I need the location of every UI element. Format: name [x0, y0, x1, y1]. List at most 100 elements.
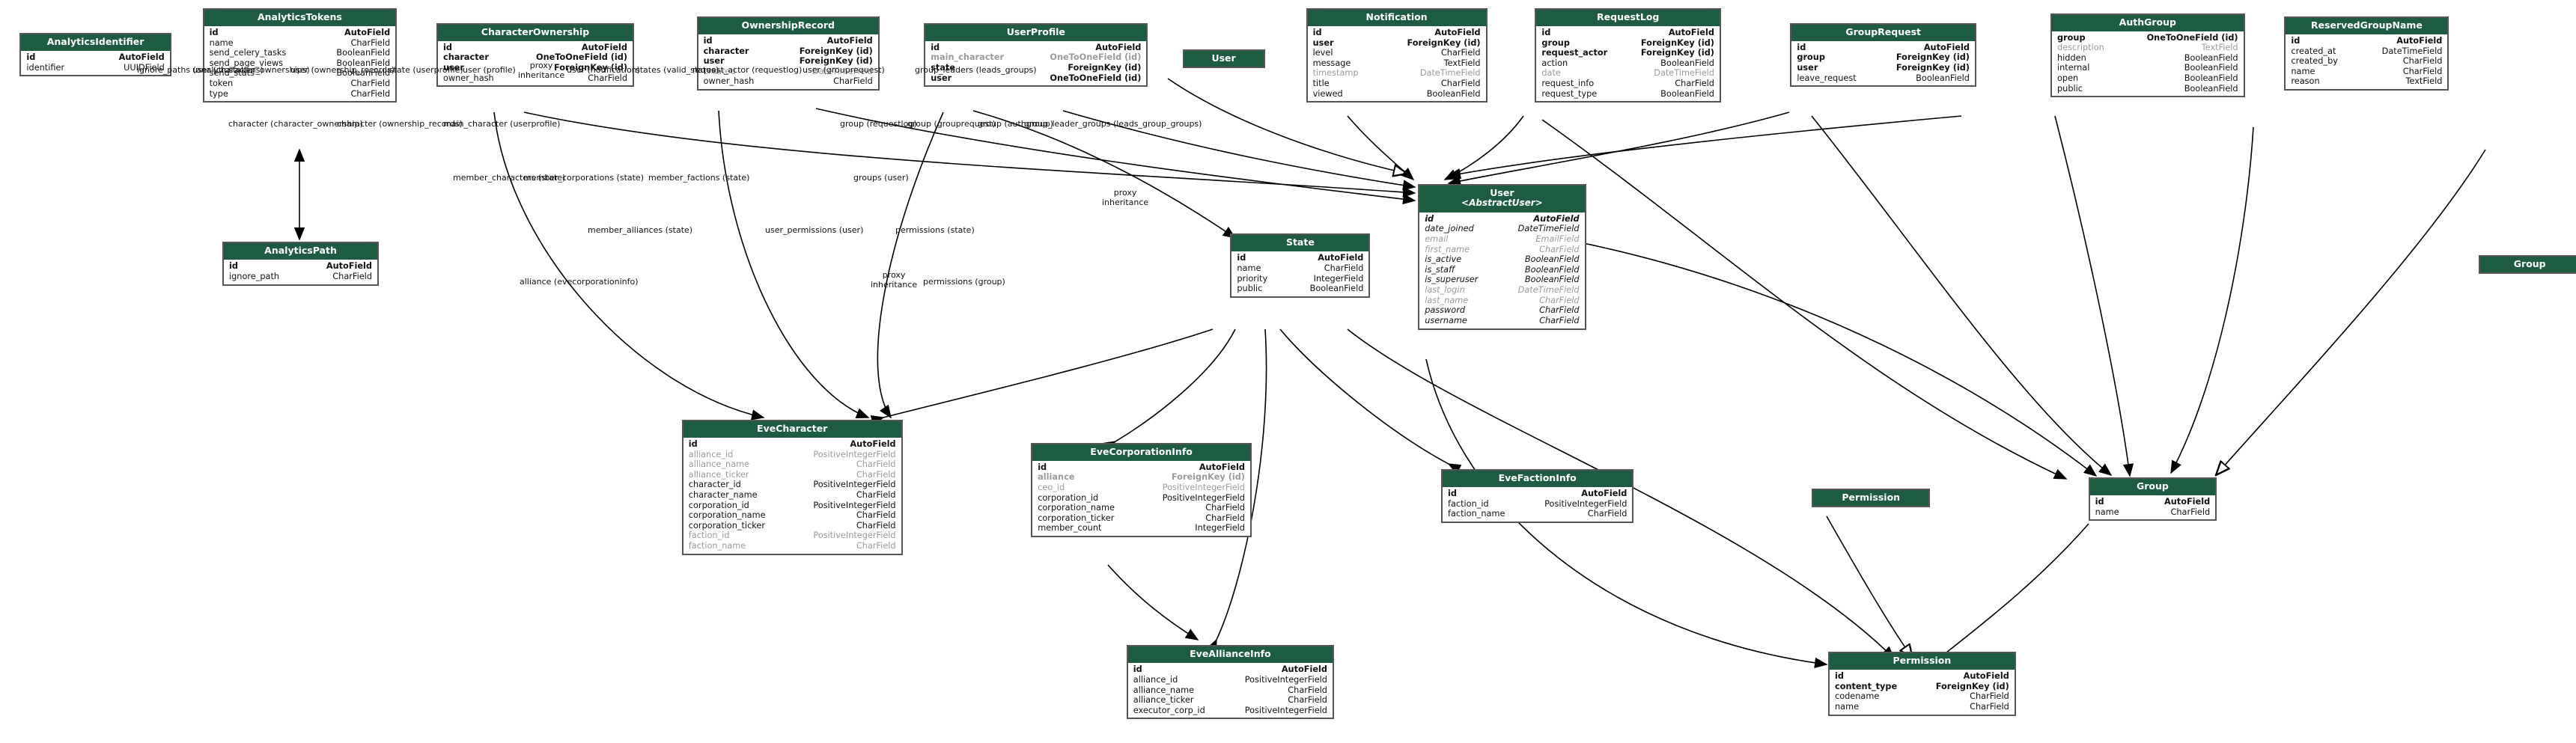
field-name: id — [209, 28, 219, 37]
field-type: CharField — [1539, 315, 1580, 325]
field-name: character_name — [688, 490, 758, 501]
field-type: CharField — [856, 541, 896, 551]
field-type: ForeignKey (id) — [1068, 63, 1142, 73]
field-name: id — [931, 42, 940, 52]
field-type: AutoField — [1963, 671, 2009, 682]
field-name: faction_id — [688, 531, 730, 541]
field-name: character_id — [688, 480, 741, 490]
field-name: id — [1797, 42, 1806, 52]
field-name: timestamp — [1312, 68, 1359, 79]
field-type: AutoField — [118, 52, 165, 62]
edge-label: ignore_paths (analyticstokens) — [137, 65, 264, 75]
field-name: main_character — [931, 52, 1005, 63]
entity-permission[interactable]: Permission — [1812, 489, 1931, 508]
field-type: DateTimeField — [1654, 68, 1714, 79]
field-type: EmailField — [1535, 234, 1580, 245]
field-type: CharField — [1539, 295, 1580, 305]
field-type: CharField — [2402, 66, 2443, 76]
field-name: group — [2057, 32, 2086, 43]
field-type: CharField — [1288, 695, 1327, 706]
field-type: CharField — [856, 459, 896, 470]
edge-label: character (ownership_records) — [337, 119, 463, 129]
field-type: BooleanField — [1524, 275, 1580, 285]
field-name: id — [688, 439, 698, 449]
edge-label: alliance (evecorporationinfo) — [520, 277, 639, 287]
entity-group[interactable]: Group — [2479, 255, 2576, 274]
field-type: DateTimeField — [1419, 68, 1481, 79]
entity-title: GroupRequest — [1791, 24, 1975, 41]
edge-label: group_leaders (leads_groups) — [915, 65, 1037, 75]
field-row: timestamp DateTimeField — [1308, 68, 1486, 79]
field-name: first_name — [1425, 244, 1470, 254]
entity-abstract-label: <AbstractUser> — [1461, 198, 1543, 209]
edge-label: state (userprofile) — [389, 65, 463, 75]
field-name: user — [703, 56, 725, 67]
field-type: DateTimeField — [812, 66, 873, 76]
edge-label: character (character_ownership) — [228, 119, 363, 129]
field-name: id — [2291, 36, 2301, 46]
field-name: alliance — [1038, 472, 1075, 483]
field-name: internal — [2057, 63, 2090, 73]
field-name: user — [1312, 37, 1334, 48]
entity-title: UserProfile — [925, 24, 1147, 41]
edge-label: user_permissions (user) — [765, 225, 864, 235]
field-type: CharField — [350, 79, 391, 89]
entity-user[interactable]: User — [1182, 49, 1265, 68]
entity-title: RequestLog — [1536, 10, 1720, 26]
field-name: is_staff — [1425, 264, 1455, 275]
edge-label: member_corporations (state) — [523, 173, 644, 183]
field-name: send_page_views — [209, 58, 284, 68]
field-type: PositiveIntegerField — [1244, 675, 1327, 685]
entity-title: EveCorporationInfo — [1032, 444, 1250, 461]
field-type: AutoField — [1434, 28, 1481, 37]
field-name: send_stats — [209, 68, 255, 79]
edge-label: groups (user) — [853, 173, 909, 183]
field-name: action — [1541, 58, 1568, 68]
